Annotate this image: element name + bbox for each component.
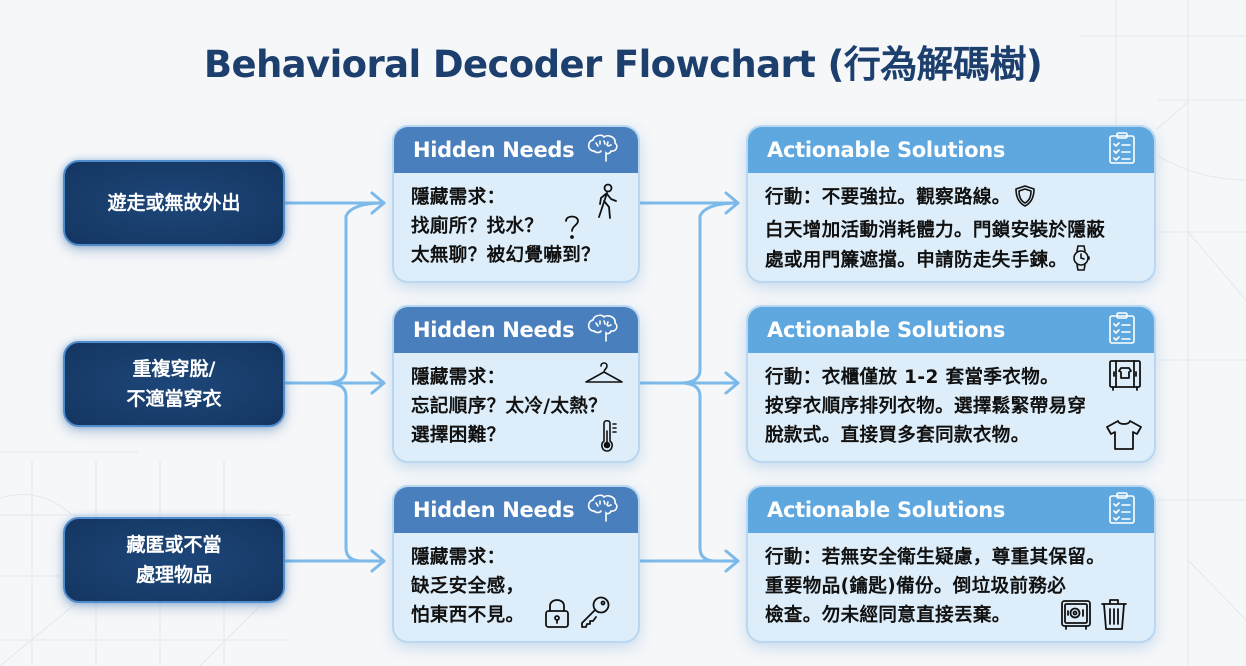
card-header-title: Actionable Solutions — [767, 138, 1006, 162]
brain-icon — [584, 493, 620, 528]
wristwatch-icon — [1071, 245, 1091, 280]
trigger-label: 藏匿或不當 — [126, 534, 222, 556]
card-header: Hidden Needs — [394, 307, 638, 353]
wardrobe-icon — [1108, 359, 1142, 391]
hidden-needs-card-dressing[interactable]: Hidden Needs 隱藏需求： 忘記順序？太冷/太熱？ 選擇困難？ — [392, 305, 640, 463]
card-text-line: 檢查。勿未經同意直接丟棄。 — [765, 605, 1011, 626]
clipboard-checklist-icon — [1108, 311, 1136, 349]
card-text-line: 太無聊？被幻覺嚇到？ — [411, 245, 601, 266]
question-mark-icon — [562, 213, 582, 241]
card-header-title: Hidden Needs — [413, 498, 575, 522]
card-text-line: 找廁所？找水？ — [411, 216, 544, 237]
card-header-title: Hidden Needs — [413, 138, 575, 162]
card-body: 隱藏需求： 缺乏安全感， 怕東西不見。 — [394, 533, 638, 630]
card-text-line: 缺乏安全感， — [411, 576, 525, 597]
card-body: 行動：衣櫃僅放 1-2 套當季衣物。 按穿衣順序排列衣物。選擇鬆緊帶易穿 脫款式… — [748, 353, 1154, 450]
trash-can-icon — [1100, 597, 1128, 631]
card-header-title: Hidden Needs — [413, 318, 575, 342]
card-text-line: 處或用門簾遮擋。申請防走失手鍊。 — [765, 245, 1142, 280]
card-header-title: Actionable Solutions — [767, 318, 1006, 342]
thermometer-icon — [599, 419, 619, 453]
card-header: Actionable Solutions — [748, 127, 1154, 173]
trigger-label: 處理物品 — [135, 564, 212, 586]
card-text-line: 行動：衣櫃僅放 1-2 套當季衣物。 — [765, 367, 1060, 388]
solutions-card-wandering[interactable]: Actionable Solutions 行動：不要強拉。觀察路線。 白天增加活… — [746, 125, 1156, 283]
solutions-card-hiding-items[interactable]: Actionable Solutions 行動：若無安全衛生疑慮，尊重其保留。 … — [746, 485, 1156, 643]
card-text-line: 怕東西不見。 — [411, 605, 525, 626]
card-text-line: 行動：若無安全衛生疑慮，尊重其保留。 — [765, 547, 1106, 568]
card-body: 行動：若無安全衛生疑慮，尊重其保留。 重要物品(鑰匙)備份。倒垃圾前務必 檢查。… — [748, 533, 1154, 630]
brain-icon — [584, 133, 620, 168]
page-title: Behavioral Decoder Flowchart (行為解碼樹) — [203, 43, 1043, 86]
card-text-line: 白天增加活動消耗體力。門鎖安裝於隱蔽 — [765, 220, 1106, 241]
safe-icon — [1060, 599, 1092, 631]
card-header: Hidden Needs — [394, 487, 638, 533]
card-text-line: 選擇困難？ — [411, 425, 506, 446]
trigger-hiding-items[interactable]: 藏匿或不當 處理物品 — [63, 517, 285, 603]
card-text-line: 隱藏需求： — [411, 367, 506, 388]
trigger-label: 重複穿脫/ — [132, 358, 216, 380]
card-header: Hidden Needs — [394, 127, 638, 173]
walking-person-icon — [594, 183, 620, 221]
card-text-line: 脫款式。直接買多套同款衣物。 — [765, 425, 1030, 446]
clothes-hanger-icon — [584, 361, 624, 385]
card-header: Actionable Solutions — [748, 307, 1154, 353]
key-icon — [579, 595, 611, 629]
clipboard-checklist-icon — [1108, 131, 1136, 169]
hidden-needs-card-wandering[interactable]: Hidden Needs 隱藏需求： 找廁所？找水？ 太無聊？被幻覺嚇到？ — [392, 125, 640, 283]
padlock-icon — [544, 597, 570, 629]
card-text-line: 忘記順序？太冷/太熱？ — [411, 396, 608, 417]
card-text-line: 重要物品(鑰匙)備份。倒垃圾前務必 — [765, 576, 1067, 597]
card-body: 隱藏需求： 找廁所？找水？ 太無聊？被幻覺嚇到？ — [394, 173, 638, 270]
card-text-line: 行動：不要強拉。觀察路線。 — [765, 183, 1142, 216]
t-shirt-icon — [1104, 419, 1144, 451]
brain-icon — [584, 313, 620, 348]
card-body: 隱藏需求： 忘記順序？太冷/太熱？ 選擇困難？ — [394, 353, 638, 453]
card-header-title: Actionable Solutions — [767, 498, 1006, 522]
hidden-needs-card-hiding-items[interactable]: Hidden Needs 隱藏需求： 缺乏安全感， 怕東西不見。 — [392, 485, 640, 643]
solutions-card-dressing[interactable]: Actionable Solutions 行動：衣櫃僅放 1-2 套當季衣物。 … — [746, 305, 1156, 463]
text: 行動：不要強拉。觀察路線。 — [765, 187, 1011, 208]
trigger-dressing[interactable]: 重複穿脫/ 不適當穿衣 — [63, 341, 285, 427]
trigger-wandering[interactable]: 遊走或無故外出 — [63, 160, 285, 246]
trigger-label: 遊走或無故外出 — [107, 192, 241, 214]
text: 處或用門簾遮擋。申請防走失手鍊。 — [765, 250, 1068, 271]
card-body: 行動：不要強拉。觀察路線。 白天增加活動消耗體力。門鎖安裝於隱蔽 處或用門簾遮擋… — [748, 173, 1154, 280]
trigger-label: 不適當穿衣 — [126, 388, 222, 410]
card-text-line: 隱藏需求： — [411, 547, 506, 568]
shield-icon — [1014, 185, 1035, 216]
clipboard-checklist-icon — [1108, 491, 1136, 529]
card-text-line: 隱藏需求： — [411, 187, 506, 208]
card-header: Actionable Solutions — [748, 487, 1154, 533]
card-text-line: 按穿衣順序排列衣物。選擇鬆緊帶易穿 — [765, 396, 1087, 417]
